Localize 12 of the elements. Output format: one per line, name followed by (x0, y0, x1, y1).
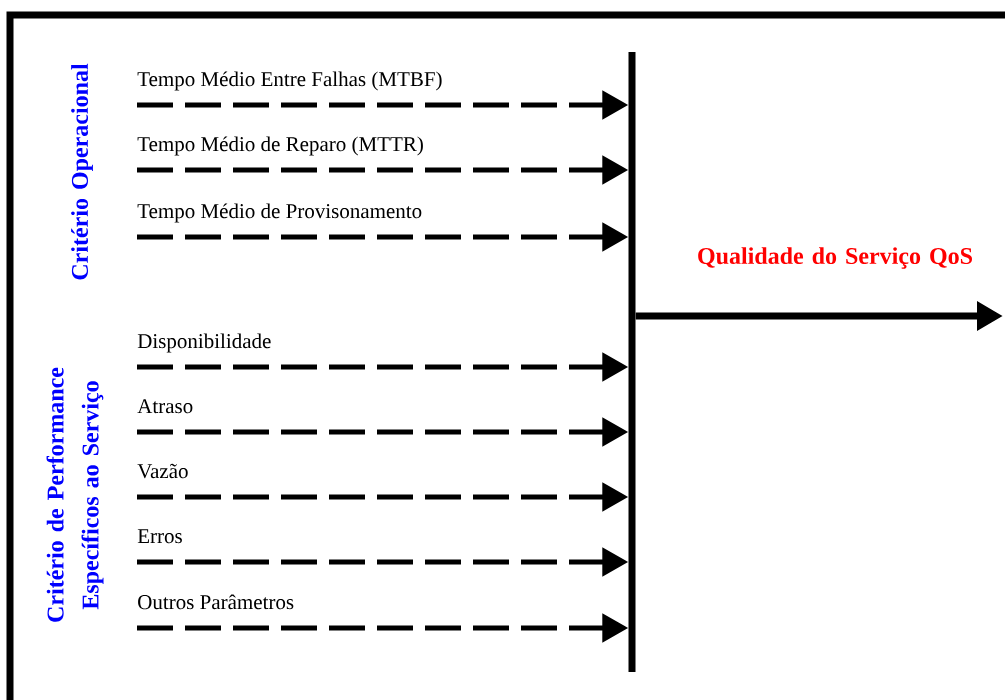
row-label: Vazão (137, 463, 188, 479)
row-label: Erros (137, 529, 182, 544)
row-label: Tempo Médio de Reparo (MTTR) (137, 136, 423, 156)
row-label: Disponibilidade (137, 333, 271, 353)
group-label: Critério Operacional (71, 63, 93, 280)
row-label: Tempo Médio Entre Falhas (MTBF) (137, 71, 442, 91)
vertical-bar (628, 52, 636, 672)
output-label: Qualidade do Serviço QoS (698, 247, 972, 269)
group-label: Critério de Performance Específicos ao Serviço (46, 367, 104, 622)
row-label: Tempo Médio de Provisonamento (137, 203, 422, 223)
row-label: Atraso (137, 399, 193, 414)
row-label: Outros Parâmetros (138, 594, 294, 610)
